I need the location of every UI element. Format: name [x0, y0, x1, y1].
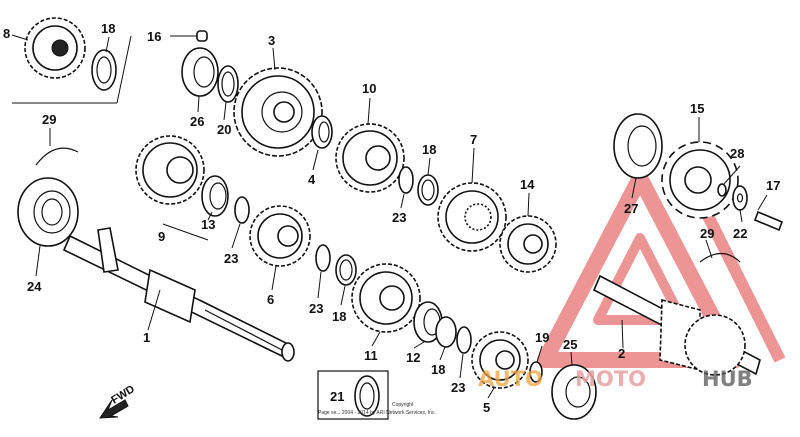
callout-23: 23	[224, 251, 238, 266]
callout-28: 28	[730, 146, 744, 161]
part-9-gear	[135, 135, 250, 224]
leader-lines	[11, 34, 768, 399]
part-11-gear	[351, 263, 421, 333]
part-27-oil-seal	[613, 113, 663, 179]
watermark-text-hub: HUB	[702, 367, 753, 391]
callout-13: 13	[201, 217, 215, 232]
watermark-text-moto: MOTO	[575, 367, 646, 391]
callout-9: 9	[158, 229, 165, 244]
callout-8: 8	[3, 26, 10, 41]
callout-19: 19	[535, 330, 549, 345]
callout-16: 16	[147, 29, 161, 44]
watermark-logo	[537, 170, 786, 368]
part-14-gear	[499, 215, 557, 273]
callout-23: 23	[309, 301, 323, 316]
callout-23: 23	[451, 380, 465, 395]
part-16-pin	[170, 30, 208, 42]
copyright-line-1: Copyright	[392, 402, 414, 408]
callout-24: 24	[27, 279, 42, 294]
part-23-clip-b	[315, 244, 357, 286]
callout-2: 2	[618, 346, 625, 361]
copyright-line-2: Page se... 2004 - 2014 by ARI Network Se…	[318, 410, 436, 416]
inset-gear-8	[12, 17, 132, 104]
part-7-gear	[437, 182, 507, 252]
fwd-arrow	[99, 399, 129, 419]
part-15-sprocket	[661, 141, 739, 219]
inset-part-21	[317, 370, 389, 420]
watermark-text: AUTO MOTO HUB	[478, 367, 753, 391]
part-18-clip-a	[398, 166, 439, 206]
callout-29: 29	[700, 226, 714, 241]
part-12-bushing	[413, 301, 472, 354]
callout-4: 4	[308, 172, 316, 187]
part-4-bushing	[311, 115, 333, 149]
part-24-bearing	[17, 177, 79, 247]
callout-14: 14	[520, 177, 535, 192]
part-6-gear	[249, 205, 311, 267]
callout-7: 7	[470, 132, 477, 147]
callout-23: 23	[392, 210, 406, 225]
part-1-mainshaft	[62, 227, 295, 362]
callout-18: 18	[332, 309, 346, 324]
callout-5: 5	[483, 400, 490, 415]
callout-22: 22	[733, 226, 747, 241]
part-10-gear	[335, 123, 405, 193]
callout-18: 18	[431, 362, 445, 377]
part-25-bearing	[529, 361, 597, 420]
callout-6: 6	[267, 292, 274, 307]
callout-10: 10	[362, 81, 376, 96]
callout-15: 15	[690, 101, 704, 116]
callout-numbers: 8 18 16 3 26 20 4 10 18 23 7 14 15 27 28…	[3, 21, 780, 415]
part-2-countershaft	[592, 274, 761, 376]
part-3-gear	[233, 67, 323, 157]
callout-20: 20	[217, 122, 231, 137]
callout-17: 17	[766, 178, 780, 193]
callout-21: 21	[330, 389, 344, 404]
callout-3: 3	[268, 33, 275, 48]
watermark-text-auto: AUTO	[478, 367, 543, 391]
callout-12: 12	[406, 350, 420, 365]
callout-1: 1	[143, 330, 150, 345]
callout-18: 18	[101, 21, 115, 36]
part-26-bearing	[181, 47, 239, 103]
part-29-circlip-right	[699, 252, 741, 263]
callout-25: 25	[563, 337, 577, 352]
part-29-circlip-left	[35, 147, 79, 166]
callout-27: 27	[624, 201, 638, 216]
callout-29: 29	[42, 112, 56, 127]
callout-18: 18	[422, 142, 436, 157]
part-28-washer	[717, 183, 784, 232]
part-5-gear	[471, 331, 529, 389]
callout-11: 11	[364, 348, 378, 363]
callout-26: 26	[190, 114, 204, 129]
